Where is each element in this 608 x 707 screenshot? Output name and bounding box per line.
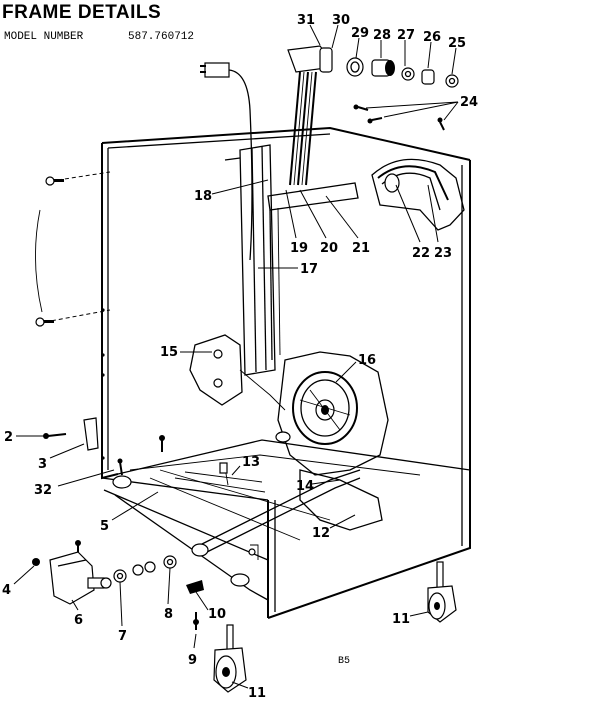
callout-6: 6 xyxy=(74,613,83,628)
callout-29: 29 xyxy=(351,26,369,41)
callout-14: 14 xyxy=(296,479,314,494)
callout-18: 18 xyxy=(194,189,212,204)
callout-16: 16 xyxy=(358,353,376,368)
callout-21: 21 xyxy=(352,241,370,256)
callout-8: 8 xyxy=(164,607,173,622)
callout-25: 25 xyxy=(448,36,466,51)
callout-11-right: 11 xyxy=(392,612,410,627)
rear-channel-bracket xyxy=(224,144,359,376)
callout-labels: 31 30 29 28 27 26 25 24 18 19 20 21 22 2… xyxy=(2,13,478,701)
callout-32: 32 xyxy=(34,483,52,498)
callout-23: 23 xyxy=(434,246,452,261)
callout-7: 7 xyxy=(118,629,127,644)
callout-20: 20 xyxy=(320,241,338,256)
blower-wheel-16 xyxy=(277,351,389,476)
model-number-label: MODEL NUMBER xyxy=(4,31,84,43)
leader-lines xyxy=(13,24,459,689)
callout-4: 4 xyxy=(2,583,11,598)
base-belt-assembly xyxy=(112,431,383,587)
callout-3: 3 xyxy=(38,457,47,472)
left-hardware xyxy=(43,417,165,476)
callout-2: 2 xyxy=(4,430,13,445)
callout-5: 5 xyxy=(100,519,109,534)
motor-shaft-assembly xyxy=(200,45,459,261)
cabinet-frame xyxy=(101,126,471,619)
loose-parts-bottom xyxy=(32,540,204,630)
callout-12: 12 xyxy=(312,526,330,541)
page-code: B5 xyxy=(338,656,350,667)
callout-19: 19 xyxy=(290,241,308,256)
callout-9: 9 xyxy=(188,653,197,668)
callout-27: 27 xyxy=(397,28,415,43)
callout-13: 13 xyxy=(242,455,260,470)
callout-26: 26 xyxy=(423,30,441,45)
callout-31: 31 xyxy=(297,13,315,28)
callout-30: 30 xyxy=(332,13,350,28)
callout-17: 17 xyxy=(300,262,318,277)
callout-22: 22 xyxy=(412,246,430,261)
callout-24: 24 xyxy=(460,95,478,110)
page-title: FRAME DETAILS xyxy=(2,2,161,23)
model-number-value: 587.760712 xyxy=(128,31,194,43)
caster-right xyxy=(427,561,457,623)
blower-housing-upper xyxy=(371,158,465,231)
callout-15: 15 xyxy=(160,345,178,360)
front-screws xyxy=(35,171,111,327)
callout-28: 28 xyxy=(373,28,391,43)
caster-front xyxy=(213,624,247,693)
bracket-15 xyxy=(189,334,286,411)
callout-11-front: 11 xyxy=(248,686,266,701)
callout-10: 10 xyxy=(208,607,226,622)
